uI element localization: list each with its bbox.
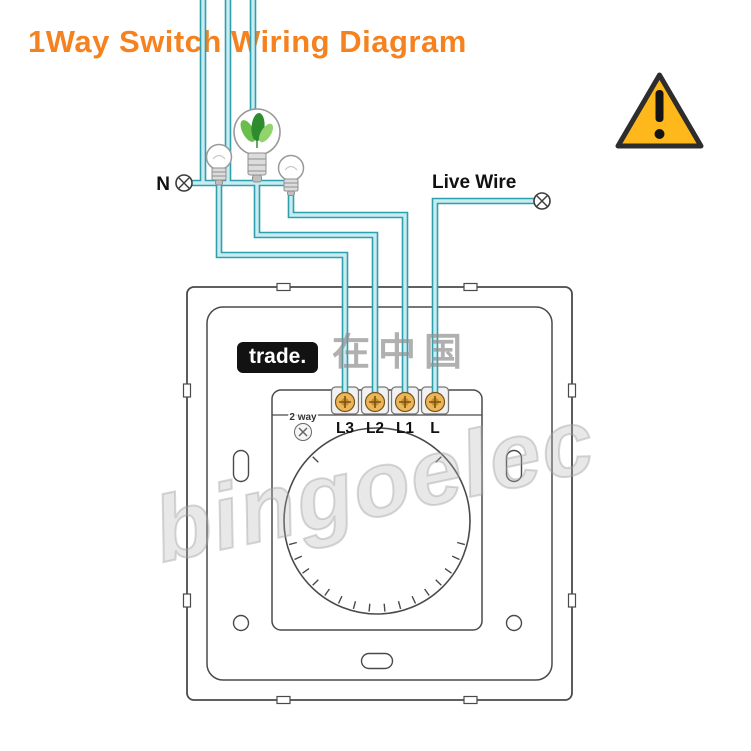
warning-triangle-icon	[615, 72, 704, 149]
exclamation-bar	[655, 90, 664, 122]
bulb-small-left	[205, 143, 233, 186]
page-title: 1Way Switch Wiring Diagram	[28, 24, 467, 59]
trade-watermark-badge: trade.	[237, 342, 319, 373]
neutral-terminal-icon	[175, 174, 193, 192]
terminal-label-l1: L1	[396, 420, 414, 437]
neutral-label: N	[156, 174, 170, 195]
live-terminal-icon	[533, 192, 551, 210]
switch-frame	[182, 282, 577, 705]
bulb-leaf-center	[233, 108, 281, 183]
dial-tick-marks	[288, 456, 466, 612]
exclamation-dot	[654, 129, 665, 139]
bulb-small-right	[277, 154, 305, 196]
terminal-screws	[334, 391, 446, 413]
two-way-label: 2 way	[289, 412, 317, 423]
two-way-screw	[294, 423, 312, 441]
terminal-label-l2: L2	[366, 420, 384, 437]
live-wire-label: Live Wire	[432, 172, 516, 193]
terminal-label-l3: L3	[336, 420, 354, 437]
terminal-label-l: L	[430, 420, 439, 437]
mounting-slots	[232, 449, 523, 670]
frame-tabs	[182, 282, 577, 705]
touch-dial-circle	[283, 427, 471, 615]
cn-watermark-text: 在中国	[332, 332, 471, 374]
